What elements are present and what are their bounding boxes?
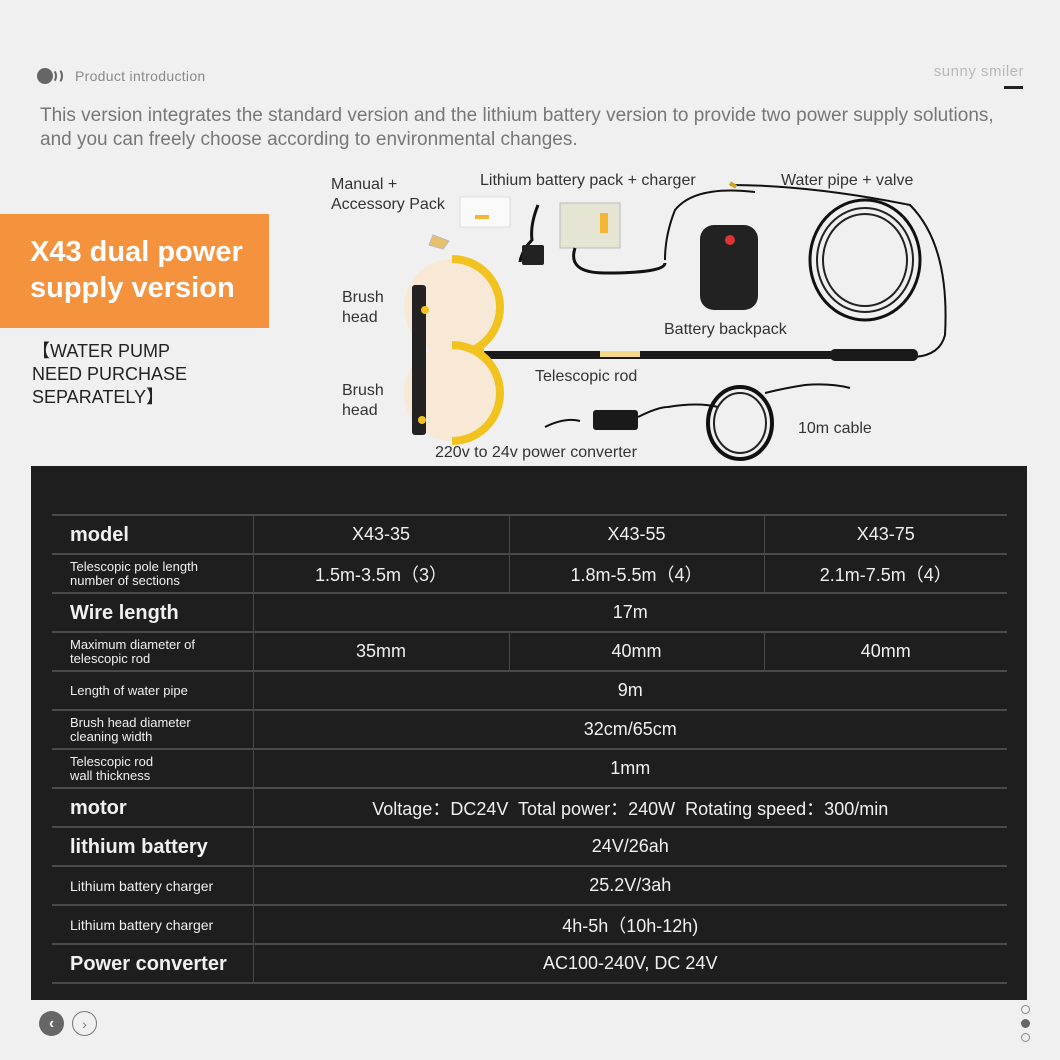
spec-value: AC100-240V, DC 24V: [252, 943, 1007, 984]
label-brush-head-top: Brush head: [342, 289, 384, 326]
spec-key: Wire length: [52, 592, 253, 633]
brand-underline: [1004, 86, 1023, 89]
spec-value: X43-55: [508, 514, 764, 555]
spec-value: 1mm: [252, 748, 1007, 789]
spec-value: Voltage：DC24V Total power：240W Rotating …: [252, 787, 1007, 828]
spec-key: Lithium battery charger: [52, 904, 253, 945]
next-button[interactable]: ›: [72, 1011, 97, 1036]
page-indicator: [1021, 1005, 1030, 1042]
table-row-motor: motor Voltage：DC24V Total power：240W Rot…: [52, 787, 1007, 828]
spec-key: Lithium battery charger: [52, 865, 253, 906]
spec-value: 24V/26ah: [252, 826, 1007, 867]
version-banner: X43 dual power supply version: [0, 214, 269, 328]
spec-value: 40mm: [763, 631, 1007, 672]
spec-key: model: [52, 514, 253, 555]
spec-value: 25.2V/3ah: [252, 865, 1007, 906]
label-power-converter: 220v to 24v power converter: [435, 444, 637, 461]
spec-value: 2.1m-7.5m（4）: [763, 553, 1007, 594]
banner-line-2: supply version: [30, 272, 235, 304]
banner-line-1: X43 dual power: [30, 236, 243, 268]
intro-text: This version integrates the standard ver…: [40, 105, 994, 150]
spec-value: 32cm/65cm: [252, 709, 1007, 750]
chevron-left-icon: ‹: [48, 1014, 55, 1032]
spec-value: 17m: [252, 592, 1007, 633]
sound-icon: [37, 66, 67, 86]
spec-value: X43-35: [252, 514, 509, 555]
product-parts-image: [404, 181, 947, 461]
table-row-charger: Lithium battery charger 25.2V/3ah: [52, 865, 1007, 906]
spec-value: 1.5m-3.5m（3）: [252, 553, 509, 594]
spec-table: model X43-35 X43-55 X43-75 Telescopic po…: [52, 514, 1007, 984]
spec-key: Power converter: [52, 943, 253, 984]
label-backpack: Battery backpack: [664, 321, 787, 338]
spec-value: X43-75: [763, 514, 1007, 555]
spec-key: Length of water pipe: [52, 670, 253, 711]
label-battery-pack: Lithium battery pack + charger: [480, 172, 696, 189]
table-row-model: model X43-35 X43-55 X43-75: [52, 514, 1007, 555]
water-pump-notice: 【WATER PUMP NEED PURCHASE SEPARATELY】: [32, 340, 252, 409]
label-water-pipe: Water pipe + valve: [781, 172, 914, 189]
spec-panel: model X43-35 X43-55 X43-75 Telescopic po…: [31, 466, 1027, 1000]
label-brush-head-bottom: Brush head: [342, 382, 384, 419]
spec-key: motor: [52, 787, 253, 828]
spec-value: 1.8m-5.5m（4）: [508, 553, 764, 594]
product-illustration: Manual + Accessory Pack Lithium battery …: [300, 165, 1000, 465]
section-header: Product introduction: [37, 66, 206, 86]
table-row-lithium-battery: lithium battery 24V/26ah: [52, 826, 1007, 867]
spec-value: 40mm: [508, 631, 764, 672]
page-dot-2[interactable]: [1021, 1019, 1030, 1028]
spec-value: 4h-5h（10h-12h): [252, 904, 1007, 945]
notice-line-1: 【WATER PUMP: [32, 341, 170, 361]
label-manual: Manual + Accessory Pack: [331, 176, 445, 213]
table-row-charge-time: Lithium battery charger 4h-5h（10h-12h): [52, 904, 1007, 945]
table-row-wire-length: Wire length 17m: [52, 592, 1007, 633]
notice-line-2: NEED PURCHASE: [32, 364, 188, 384]
page-dot-3[interactable]: [1021, 1033, 1030, 1042]
brand-name: sunny smiler: [933, 63, 1024, 80]
spec-value: 35mm: [252, 631, 509, 672]
table-row-water-pipe: Length of water pipe 9m: [52, 670, 1007, 711]
section-title: Product introduction: [75, 68, 206, 84]
label-cable: 10m cable: [798, 420, 872, 437]
notice-line-3: SEPARATELY】: [32, 387, 165, 407]
page-dot-1[interactable]: [1021, 1005, 1030, 1014]
spec-value: 9m: [252, 670, 1007, 711]
chevron-right-icon: ›: [82, 1015, 87, 1032]
prev-button[interactable]: ‹: [39, 1011, 64, 1036]
label-telescopic-rod: Telescopic rod: [535, 368, 638, 385]
table-row-power-converter: Power converter AC100-240V, DC 24V: [52, 943, 1007, 984]
spec-key: lithium battery: [52, 826, 253, 867]
